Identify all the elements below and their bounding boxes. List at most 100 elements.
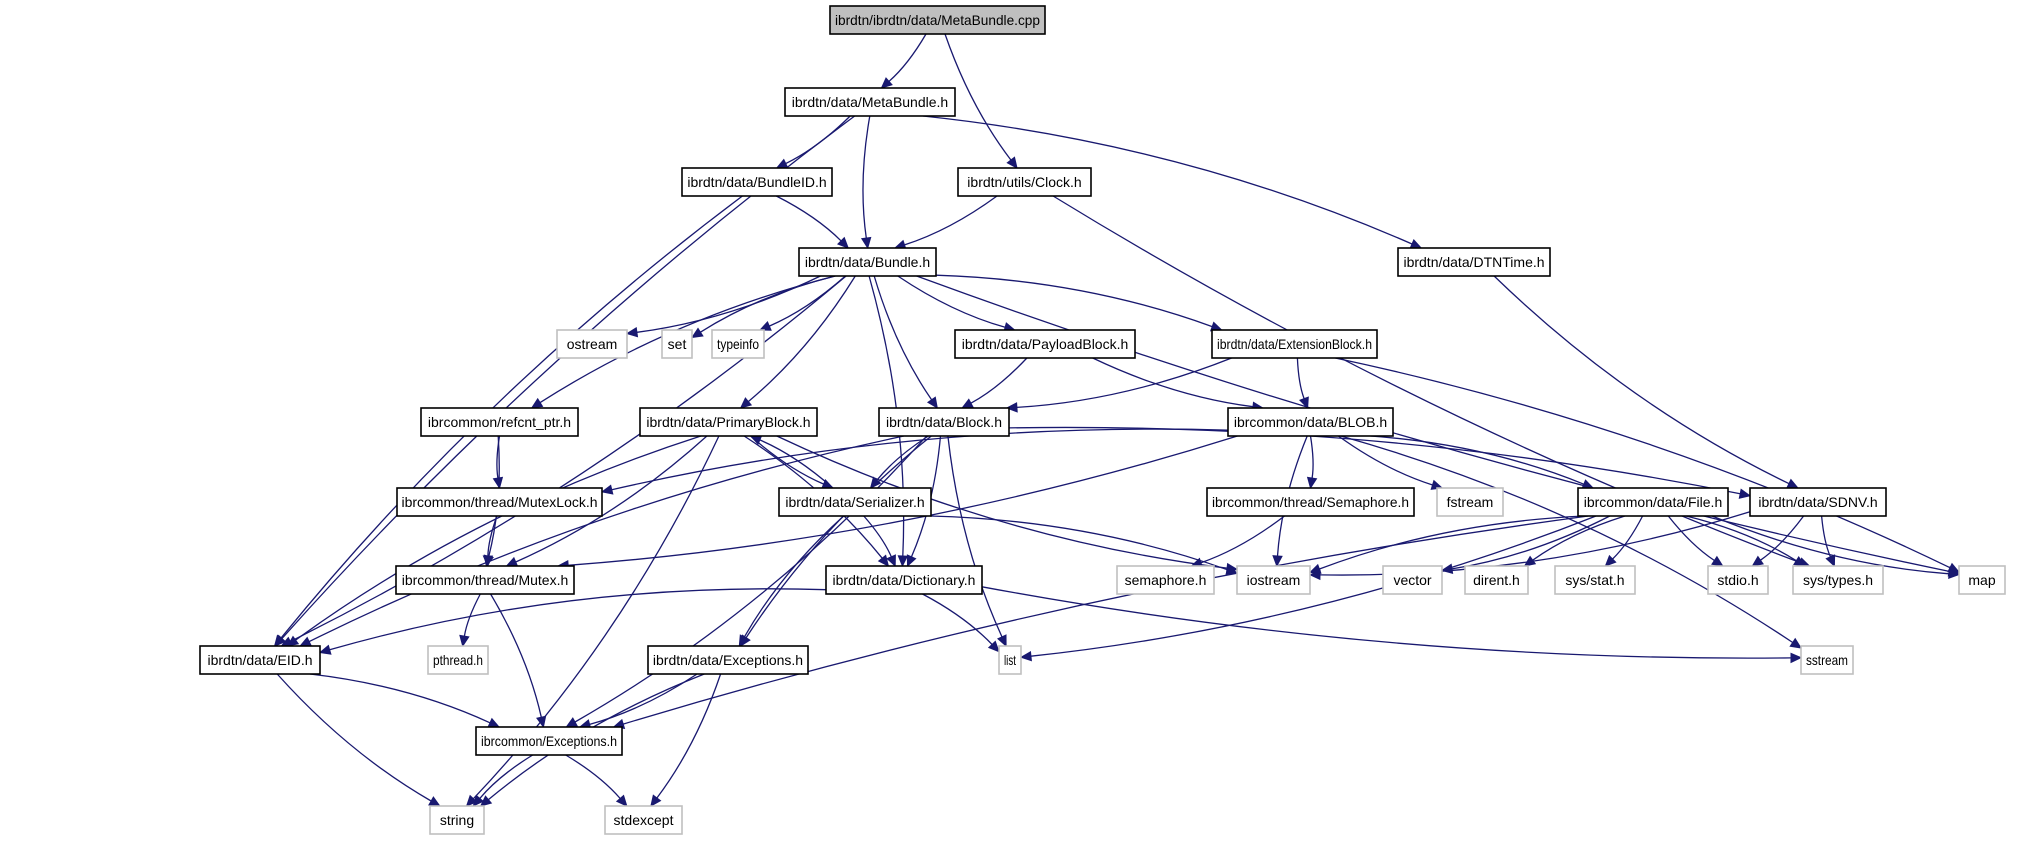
node-label: map xyxy=(1968,572,1995,588)
node-clock-h[interactable]: ibrdtn/utils/Clock.h xyxy=(957,167,1092,197)
node-label: ibrcommon/thread/Mutex.h xyxy=(402,572,569,588)
edge-primaryblock_h-to-mutex_h xyxy=(515,435,708,563)
edge-dictionary_h-to-eid_h xyxy=(329,588,827,651)
node-stdio-h: stdio.h xyxy=(1707,565,1769,595)
node-label: list xyxy=(1004,652,1016,668)
arrowhead-icon xyxy=(860,236,872,250)
arrowhead-icon xyxy=(615,794,628,807)
nodes-layer: ibrdtn/ibrdtn/data/MetaBundle.cpp ibrdtn/… xyxy=(199,5,2006,835)
edge-serializer_h-to-iostream xyxy=(930,515,1228,571)
node-mutexlock-h[interactable]: ibrcommon/thread/MutexLock.h xyxy=(396,487,603,517)
node-label: ibrdtn/data/SDNV.h xyxy=(1758,494,1877,510)
edge-clock_h-to-sys_types_h xyxy=(1052,195,1801,564)
arrowhead-icon xyxy=(1751,555,1764,567)
node-stdexcept: stdexcept xyxy=(604,805,683,835)
edge-file_h-to-stdio_h xyxy=(1667,515,1715,562)
arrowhead-icon xyxy=(492,476,504,490)
edge-file_h-to-sys_types_h xyxy=(1686,515,1797,562)
arrowhead-icon xyxy=(1308,569,1321,581)
node-box xyxy=(778,487,932,517)
node-label: ibrdtn/utils/Clock.h xyxy=(967,174,1081,190)
node-box xyxy=(711,329,765,359)
arrowhead-icon xyxy=(530,397,544,409)
arrowhead-icon xyxy=(1298,396,1309,410)
node-box xyxy=(829,5,1046,35)
arrowhead-icon xyxy=(482,555,494,568)
node-string: string xyxy=(429,805,485,835)
node-serializer-h[interactable]: ibrdtn/data/Serializer.h xyxy=(778,487,932,517)
arrowhead-icon xyxy=(961,398,974,409)
node-box xyxy=(798,247,937,277)
edge-blob_h-to-sstream xyxy=(1340,435,1794,644)
arrowhead-icon xyxy=(758,320,772,331)
node-metabundle-cpp[interactable]: ibrdtn/ibrdtn/data/MetaBundle.cpp xyxy=(829,5,1046,35)
arrowhead-icon xyxy=(650,794,662,807)
node-box xyxy=(647,645,809,675)
arrowhead-icon xyxy=(836,236,850,249)
node-label: ibrdtn/data/PayloadBlock.h xyxy=(962,336,1129,352)
node-semaphore-h-local[interactable]: ibrcommon/thread/Semaphore.h xyxy=(1206,487,1415,517)
edge-exceptions_h-to-ibrcommon_exceptions_h xyxy=(589,673,698,726)
arrowhead-icon xyxy=(1604,554,1617,567)
node-typeinfo: typeinfo xyxy=(711,329,765,359)
node-box xyxy=(1436,487,1504,517)
node-box xyxy=(395,565,575,595)
arrowhead-icon xyxy=(906,554,917,568)
node-file-h[interactable]: ibrcommon/data/File.h xyxy=(1577,487,1729,517)
node-dirent-h: dirent.h xyxy=(1464,565,1529,595)
node-set: set xyxy=(661,329,693,359)
node-label: ibrcommon/refcnt_ptr.h xyxy=(428,414,571,430)
edge-file_h-to-map xyxy=(1711,515,1950,575)
node-eid-h[interactable]: ibrdtn/data/EID.h xyxy=(199,645,321,675)
edge-semaphore_h_local-to-semaphore_h xyxy=(1200,515,1285,564)
edge-bundle_h-to-map xyxy=(916,275,1950,573)
edge-blob_h-to-fstream xyxy=(1338,435,1433,486)
node-refcnt-ptr-h[interactable]: ibrcommon/refcnt_ptr.h xyxy=(420,407,579,437)
node-label: ibrdtn/data/Bundle.h xyxy=(805,254,930,270)
edge-extensionblock_h-to-block_h xyxy=(1016,357,1232,409)
node-list: list xyxy=(998,645,1022,675)
node-label: dirent.h xyxy=(1473,572,1520,588)
edge-bundleid_h-to-bundle_h xyxy=(776,195,842,242)
edge-metabundle_h-to-bundle_h xyxy=(862,115,871,239)
node-bundleid-h[interactable]: ibrdtn/data/BundleID.h xyxy=(681,167,833,197)
node-box xyxy=(427,645,489,675)
edge-mutex_h-to-ibrcommon_exceptions_h xyxy=(490,593,542,718)
edge-bundle_h-to-payloadblock_h xyxy=(897,275,1006,328)
node-ibrcommon-exceptions-h[interactable]: ibrcommon/Exceptions.h xyxy=(475,726,623,756)
node-bundle-h[interactable]: ibrdtn/data/Bundle.h xyxy=(798,247,937,277)
edge-bundle_h-to-extensionblock_h xyxy=(935,274,1213,328)
node-primaryblock-h[interactable]: ibrdtn/data/PrimaryBlock.h xyxy=(639,407,818,437)
edge-payloadblock_h-to-block_h xyxy=(970,357,1028,404)
arrowhead-icon xyxy=(505,556,519,567)
edge-file_h-to-ibrcommon_exceptions_h xyxy=(623,515,1589,725)
node-metabundle-h[interactable]: ibrdtn/data/MetaBundle.h xyxy=(784,87,956,117)
arrowhead-icon xyxy=(1581,479,1595,489)
arrowhead-icon xyxy=(600,484,614,495)
arrowhead-icon xyxy=(739,397,753,409)
node-box xyxy=(199,645,321,675)
node-payloadblock-h[interactable]: ibrdtn/data/PayloadBlock.h xyxy=(954,329,1136,359)
edge-serializer_h-to-dictionary_h xyxy=(863,515,892,558)
node-ostream: ostream xyxy=(556,329,628,359)
node-sdnv-h[interactable]: ibrdtn/data/SDNV.h xyxy=(1749,487,1887,517)
node-label: ibrdtn/data/DTNTime.h xyxy=(1403,254,1544,270)
edge-mutexlock_h-to-mutex_h xyxy=(487,515,498,557)
node-block-h[interactable]: ibrdtn/data/Block.h xyxy=(878,407,1010,437)
arrowhead-icon xyxy=(775,158,789,169)
node-box xyxy=(1236,565,1311,595)
edge-sdnv_h-to-stdio_h xyxy=(1760,515,1805,561)
node-dictionary-h[interactable]: ibrdtn/data/Dictionary.h xyxy=(825,565,983,595)
arrowhead-icon xyxy=(880,77,893,89)
node-label: sys/stat.h xyxy=(1565,572,1624,588)
arrowhead-icon xyxy=(886,554,896,568)
node-extensionblock-h[interactable]: ibrdtn/data/ExtensionBlock.h xyxy=(1211,329,1378,359)
arrowhead-icon xyxy=(299,636,312,647)
arrowhead-icon xyxy=(1786,478,1799,489)
node-exceptions-h[interactable]: ibrdtn/data/Exceptions.h xyxy=(647,645,809,675)
arrowhead-icon xyxy=(273,634,286,647)
node-dtntime-h[interactable]: ibrdtn/data/DTNTime.h xyxy=(1397,247,1551,277)
node-blob-h[interactable]: ibrcommon/data/BLOB.h xyxy=(1227,407,1394,437)
node-mutex-h[interactable]: ibrcommon/thread/Mutex.h xyxy=(395,565,575,595)
